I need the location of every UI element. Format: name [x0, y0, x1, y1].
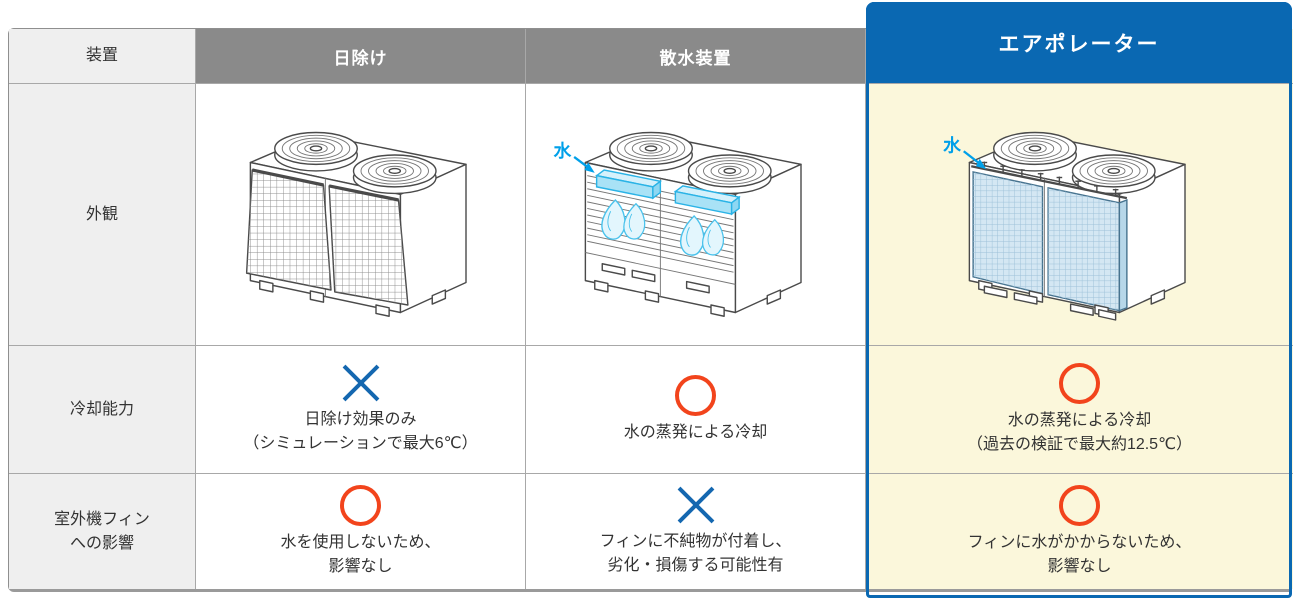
cooling-cell-sunshade: 日除け効果のみ （シミュレーションで最大6℃）	[196, 346, 526, 474]
fins-cell-sprinkler: フィンに不純物が付着し、 劣化・損傷する可能性有	[526, 474, 866, 589]
fins-label: 室外機フィン への影響	[54, 510, 150, 552]
cooling-cell-sprinkler: 水の蒸発による冷却	[526, 346, 866, 474]
airporator-panel-icon	[971, 170, 1043, 295]
water-pipe-icon	[970, 161, 1127, 199]
fan-icon	[992, 131, 1077, 172]
sunshade-unit-illustration	[245, 131, 467, 317]
circle-mark-icon	[1059, 484, 1100, 526]
mesh-screen-icon	[327, 183, 409, 306]
fins-text: 水を使用しないため、 影響なし	[280, 533, 441, 575]
fins-text: フィンに水がかからないため、 影響なし	[967, 533, 1192, 575]
comparison-table: 装置 日除け 散水装置 外観	[8, 28, 1293, 592]
row-label-cooling: 冷却能力	[9, 346, 196, 474]
fan-icon	[608, 131, 693, 172]
circle-mark-icon	[675, 374, 716, 416]
appearance-cell-sprinkler: 水	[526, 84, 866, 346]
fan-icon	[352, 153, 437, 194]
fan-icon	[1071, 153, 1156, 194]
cooling-text: 水の蒸発による冷却 （過去の検証で最大約12.5℃）	[966, 411, 1193, 453]
column-header-sprinkler: 散水装置	[526, 29, 866, 84]
water-arrow-icon	[962, 149, 986, 169]
column-header-sunshade: 日除け	[196, 29, 526, 84]
header-cell-device: 装置	[9, 29, 196, 84]
fins-cell-sunshade: 水を使用しないため、 影響なし	[196, 474, 526, 589]
fins-text: フィンに不純物が付着し、 劣化・損傷する可能性有	[599, 533, 792, 574]
circle-mark-icon	[340, 484, 381, 526]
appearance-label: 外観	[85, 205, 118, 223]
water-label: 水	[943, 134, 961, 155]
cooling-label: 冷却能力	[69, 400, 134, 418]
fins-cell-airporator: フィンに水がかからないため、 影響なし	[866, 474, 1293, 589]
row-label-fins: 室外機フィン への影響	[9, 474, 196, 589]
device-header-label: 装置	[85, 47, 118, 64]
airporator-unit-illustration: 水	[943, 131, 1186, 321]
sprinkler-unit-illustration: 水	[553, 131, 802, 317]
cross-mark-icon	[341, 363, 381, 403]
cooling-text: 日除け効果のみ （シミュレーションで最大6℃）	[243, 411, 478, 452]
water-label: 水	[553, 139, 571, 160]
airporator-panel-icon	[1046, 186, 1128, 312]
mesh-screen-icon	[245, 167, 332, 291]
column-header-airporator: エアポレーター	[866, 2, 1292, 83]
cross-mark-icon	[676, 485, 716, 525]
circle-mark-icon	[1059, 362, 1100, 404]
sprinkler-header-label: 散水装置	[659, 48, 732, 68]
airporator-header-label: エアポレーター	[998, 32, 1160, 56]
appearance-cell-sunshade	[196, 84, 526, 346]
sunshade-header-label: 日除け	[333, 48, 388, 68]
cooling-text: 水の蒸発による冷却	[623, 423, 768, 441]
appearance-cell-airporator: 水	[866, 84, 1293, 346]
row-label-appearance: 外観	[9, 84, 196, 346]
fan-icon	[273, 131, 358, 172]
cooling-cell-airporator: 水の蒸発による冷却 （過去の検証で最大約12.5℃）	[866, 346, 1293, 474]
water-arrow-icon	[572, 155, 595, 173]
fan-icon	[687, 153, 772, 194]
